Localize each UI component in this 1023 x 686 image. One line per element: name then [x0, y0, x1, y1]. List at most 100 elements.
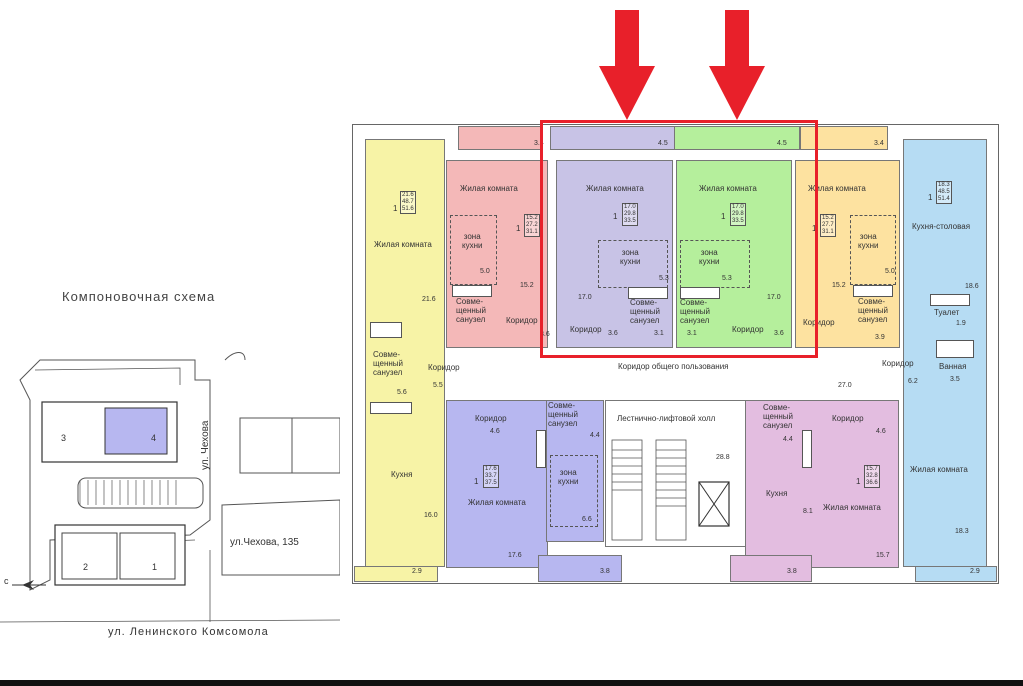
apt-lavender-living-area: 17.0: [578, 294, 592, 301]
apt-lavender-corridor-area: 3.6: [608, 330, 618, 337]
compass-arrow-icon: [12, 580, 46, 590]
apt-pink-rooms: 1: [516, 224, 521, 233]
apt-lavender-living-label: Жилая комната: [586, 184, 644, 193]
apt-blue-bath-area: 3.5: [950, 376, 960, 383]
site-plan-drawing: [0, 352, 340, 623]
balcony-magenta: [730, 555, 812, 582]
apt-magenta-kitchen-area: 8.1: [803, 508, 813, 515]
apt-green-living-area: 17.0: [767, 294, 781, 301]
apt-magenta-rooms: 1: [856, 477, 861, 486]
sink-icon: [452, 285, 492, 297]
apt-orange-balcony-area: 3.4: [874, 140, 884, 147]
apartment-green[interactable]: [676, 160, 792, 348]
apt-pink-zone-label: зона кухни: [462, 232, 483, 250]
apt-purple-rooms: 1: [474, 477, 479, 486]
apt-green-corridor-area: 3.6: [774, 330, 784, 337]
hall-area: 28.8: [716, 454, 730, 461]
balcony-orange: [800, 126, 888, 150]
sink-icon: [930, 294, 970, 306]
down-arrow-icon: [709, 10, 765, 120]
apt-purple-bath-area: 4.4: [590, 432, 600, 439]
apt-blue-living-area: 18.3: [955, 528, 969, 535]
compass-label: с: [4, 576, 9, 586]
apt-pink-living-area: 15.2: [520, 282, 534, 289]
apt-blue-corridor-label: Коридор: [882, 359, 914, 368]
plan-outline: [352, 124, 999, 584]
apt-green-bath-area: 3.1: [687, 330, 697, 337]
apt-orange-zone-area: 5.0: [885, 268, 895, 275]
apt-green-rooms: 1: [721, 212, 726, 221]
apt-pink-zone-area: 5.0: [480, 268, 490, 275]
apt-yellow-rooms: 1: [393, 204, 398, 213]
apt-blue-toilet-label: Туалет: [934, 308, 960, 317]
apt-orange-corridor-label: Коридор: [803, 318, 835, 327]
apt-yellow-bath-label: Совме- щенный санузел: [373, 350, 403, 377]
apt-orange-living-label: Жилая комната: [808, 184, 866, 193]
apt-pink-corridor-label: Коридор: [506, 316, 538, 325]
apt-lavender-rooms: 1: [613, 212, 618, 221]
apt-green-corridor-label: Коридор: [732, 325, 764, 334]
apt-purple-bath-label: Совме- щенный санузел: [548, 401, 578, 428]
apt-lavender-balcony-area: 4.5: [658, 140, 668, 147]
balcony-green: [674, 126, 800, 150]
apartment-orange[interactable]: [795, 160, 900, 348]
apt-yellow-corridor-label: Коридор: [428, 363, 460, 372]
apt-magenta-corridor-label: Коридор: [832, 414, 864, 423]
apt-pink-kitchen-zone: [450, 215, 497, 285]
apt-blue-living-label: Жилая комната: [910, 465, 968, 474]
apartment-pink[interactable]: [446, 160, 548, 348]
apartment-yellow[interactable]: [365, 139, 445, 567]
apartment-lavender[interactable]: [556, 160, 673, 348]
block-1-label: 1: [152, 562, 158, 572]
apt-lavender-zone-label: зона кухни: [620, 248, 641, 266]
balcony-blue: [915, 566, 997, 582]
apt-orange-kitchen-zone: [850, 215, 896, 285]
apt-green-bath-label: Совме- щенный санузел: [680, 298, 710, 325]
apt-yellow-living-label: Жилая комната: [374, 240, 432, 249]
apt-purple-living-label: Жилая комната: [468, 498, 526, 507]
apt-lavender-bath-label: Совме- щенный санузел: [630, 298, 660, 325]
bathtub-icon: [936, 340, 974, 358]
apt-blue-kitchen-label: Кухня-столовая: [912, 222, 971, 231]
apt-purple-living-area: 17.6: [508, 552, 522, 559]
public-corridor-area: 27.0: [838, 382, 852, 389]
apartment-purple-east: [546, 400, 604, 542]
selection-highlight: [540, 120, 818, 358]
apt-blue-kitchen-area: 18.6: [965, 283, 979, 290]
apt-purple-kitchen-zone: [550, 455, 598, 527]
apt-magenta-living-area: 15.7: [876, 552, 890, 559]
apt-orange-zone-label: зона кухни: [858, 232, 879, 250]
apt-yellow-kitchen-label: Кухня: [391, 470, 413, 479]
street-lenina: ул. Ленинского Комсомола: [108, 626, 269, 638]
sink-icon: [628, 287, 668, 299]
scheme-title: Компоновочная схема: [62, 289, 216, 304]
apt-blue-toilet-area: 1.9: [956, 320, 966, 327]
apartment-magenta[interactable]: [745, 400, 899, 568]
apt-magenta-corridor-area: 4.6: [876, 428, 886, 435]
balcony-purple: [538, 555, 622, 582]
block-4-label: 4: [151, 433, 157, 443]
block-3-label: 3: [61, 433, 67, 443]
apt-purple-zone-area: 6.6: [582, 516, 592, 523]
apt-magenta-bath-label: Совме- щенный санузел: [763, 403, 793, 430]
block-2-label: 2: [83, 562, 89, 572]
apt-orange-bath-area: 3.9: [875, 334, 885, 341]
apt-pink-bath-label: Совме- щенный санузел: [456, 297, 486, 324]
balcony-pink: [458, 126, 542, 150]
apt-magenta-kitchen-label: Кухня: [766, 489, 788, 498]
apt-purple-balcony-area: 3.8: [600, 568, 610, 575]
apt-blue-corridor-area: 6.2: [908, 378, 918, 385]
elevator-icon: [698, 481, 730, 527]
apt-pink-living-label: Жилая комната: [460, 184, 518, 193]
apt-purple-corridor-label: Коридор: [475, 414, 507, 423]
apt-orange-bath-label: Совме- щенный санузел: [858, 297, 888, 324]
apt-green-balcony-area: 4.5: [777, 140, 787, 147]
apt-yellow-bath-area: 5.6: [397, 389, 407, 396]
apt-magenta-balcony-area: 3.8: [787, 568, 797, 575]
apt-orange-living-area: 15.2: [832, 282, 846, 289]
